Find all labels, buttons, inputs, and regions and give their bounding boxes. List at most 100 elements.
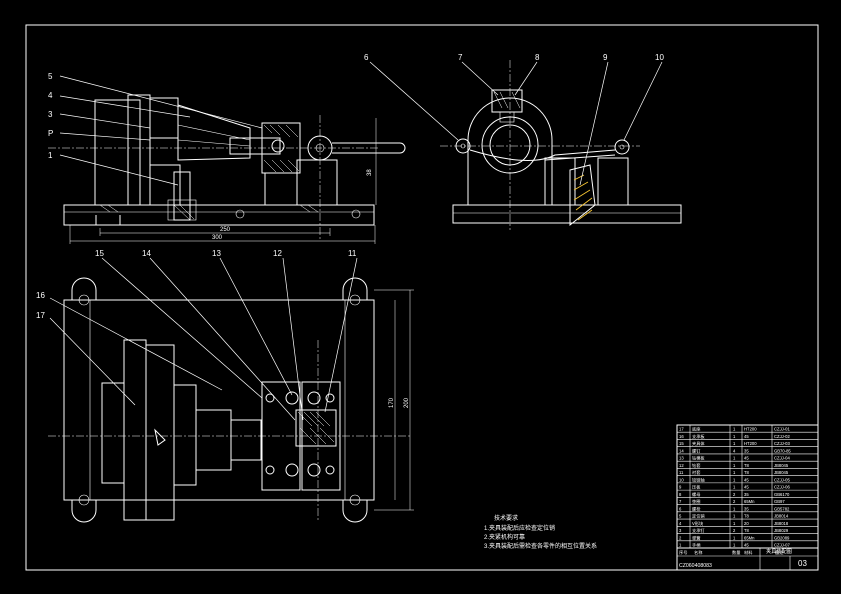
bom-cell-no: 7 [679,499,682,504]
bom-cell-mat: 35 [744,448,749,453]
bom-cell-mat: T8 [744,528,750,533]
bom-cell-std: JB8045 [774,470,789,475]
balloon-side-9: 9 [603,53,608,62]
balloon-front-1: 1 [48,151,53,160]
balloon-front-p: P [48,129,53,138]
bom-cell-std: CZJJ-02 [774,434,790,439]
tech-notes: 技术要求 1.夹具装配后应检查定位销 2.夹紧机构可靠 3.夹具装配后需检查各零… [484,514,597,550]
bom-cell-name: 垫圈 [692,498,700,505]
bom-cell-no: 4 [679,521,682,526]
bom-cell-no: 12 [679,463,684,468]
bom-cell-qty: 1 [733,477,736,482]
bom-cell-name: 弹簧 [692,534,700,541]
bom-cell-std: GB97 [774,499,785,504]
bom-cell-name: 夹具体 [692,440,705,447]
bom-cell-no: 10 [679,477,684,482]
bom-cell-mat: 45 [744,434,749,439]
dim-plan-inner: 170 [389,397,395,408]
balloon-plan-13: 13 [212,249,221,258]
balloon-plan-11: 11 [348,249,357,258]
balloon-side-8: 8 [535,53,540,62]
bom-cell-name: 支承板 [692,433,705,440]
bom-cell-no: 17 [679,427,684,432]
bom-cell-qty: 1 [733,463,736,468]
bom-cell-name: 压板 [692,484,701,491]
balloon-plan-17: 17 [36,311,45,320]
bom-cell-name: 螺栓 [692,505,701,512]
bom-cell-no: 8 [679,492,682,497]
bom-cell-std: CZJJ-06 [774,485,790,490]
bom-cell-no: 14 [679,448,684,453]
bom-cell-std: JB8018 [774,521,789,526]
bom-cell-no: 2 [679,535,682,540]
balloon-plan-12: 12 [273,249,282,258]
bom-cell-no: 13 [679,456,684,461]
bom-cell-mat: T8 [744,470,750,475]
balloon-front-3: 3 [48,110,53,119]
balloon-plan-15: 15 [95,249,104,258]
bom-cell-name: 手柄 [692,542,700,549]
bom-cell-name: 铰链轴 [692,476,705,483]
bom-cell-std: CZJJ-03 [774,441,790,446]
bom-cell-no: 15 [679,441,684,446]
drawing-number: CZ060408083 [679,563,712,569]
bom-cell-qty: 2 [733,499,736,504]
bom-cell-mat: 45 [744,477,749,482]
bom-cell-qty: 1 [733,434,736,439]
bom-cell-no: 11 [679,470,684,475]
bom-cell-std: CZJJ-04 [774,456,790,461]
sheet-border [25,24,819,571]
bom-cell-mat: T8 [744,514,750,519]
bom-cell-name: 底座 [692,426,700,433]
bom-cell-mat: 20 [744,521,749,526]
side-view [440,60,682,230]
dim-front-base: 300 [212,235,223,241]
side-balloons: 6 7 8 9 10 [364,53,664,186]
bom-cell-name: V形块 [692,520,704,527]
bom-cell-std: JB8045 [774,463,789,468]
bom-cell-std: CZJJ-01 [774,427,790,432]
bom-cell-mat: 65Mn [744,535,755,540]
dim-front-sub: 250 [220,227,231,233]
bom-cell-qty: 1 [733,456,736,461]
balloon-side-7: 7 [458,53,463,62]
bom-cell-mat: 35 [744,492,749,497]
bom-cell-qty: 1 [733,470,736,475]
bom-cell-qty: 1 [733,506,736,511]
bom-cell-mat: 45 [744,543,749,548]
bom-cell-name: 衬套 [692,469,701,476]
tech-note-3: 3.夹具装配后需检查各零件的相互位置关系 [484,542,597,550]
bom-cell-std: GB6170 [774,492,790,497]
balloon-front-4: 4 [48,91,53,100]
bom-cell-qty: 2 [733,492,736,497]
bom-cell-mat: 35 [744,506,749,511]
bom-cell-mat: 65Mn [744,499,755,504]
bom-cell-no: 6 [679,506,682,511]
bom-cell-mat: T8 [744,463,750,468]
bom-cell-name: 钻套 [692,462,701,469]
bom-header-no: 序号 [679,549,687,556]
sheet-number: 03 [798,559,807,568]
bom-cell-no: 3 [679,528,682,533]
bom-cell-std: GB5782 [774,506,790,511]
bom-cell-qty: 1 [733,441,736,446]
bom-cell-qty: 1 [733,535,736,540]
bom-cell-qty: 1 [733,543,736,548]
plan-balloons: 15 14 13 12 11 16 17 170 200 [36,249,410,421]
balloon-side-10: 10 [655,53,664,62]
bom-cell-qty: 4 [733,448,736,453]
bom-cell-name: 钻模板 [692,455,705,462]
dim-front-height: 38 [367,169,373,176]
bom-cell-mat: 45 [744,456,749,461]
bom-cell-no: 9 [679,485,682,490]
bom-cell-qty: 1 [733,427,736,432]
bom-cell-std: GB70-85 [774,448,791,453]
bom-cell-qty: 1 [733,521,736,526]
front-view [48,94,406,244]
balloon-side-6: 6 [364,53,369,62]
bom-header-mat: 材料 [744,549,753,556]
bom-cell-std: JB8029 [774,528,789,533]
bom-cell-std: GB2089 [774,535,790,540]
bom-cell-mat: 45 [744,485,749,490]
